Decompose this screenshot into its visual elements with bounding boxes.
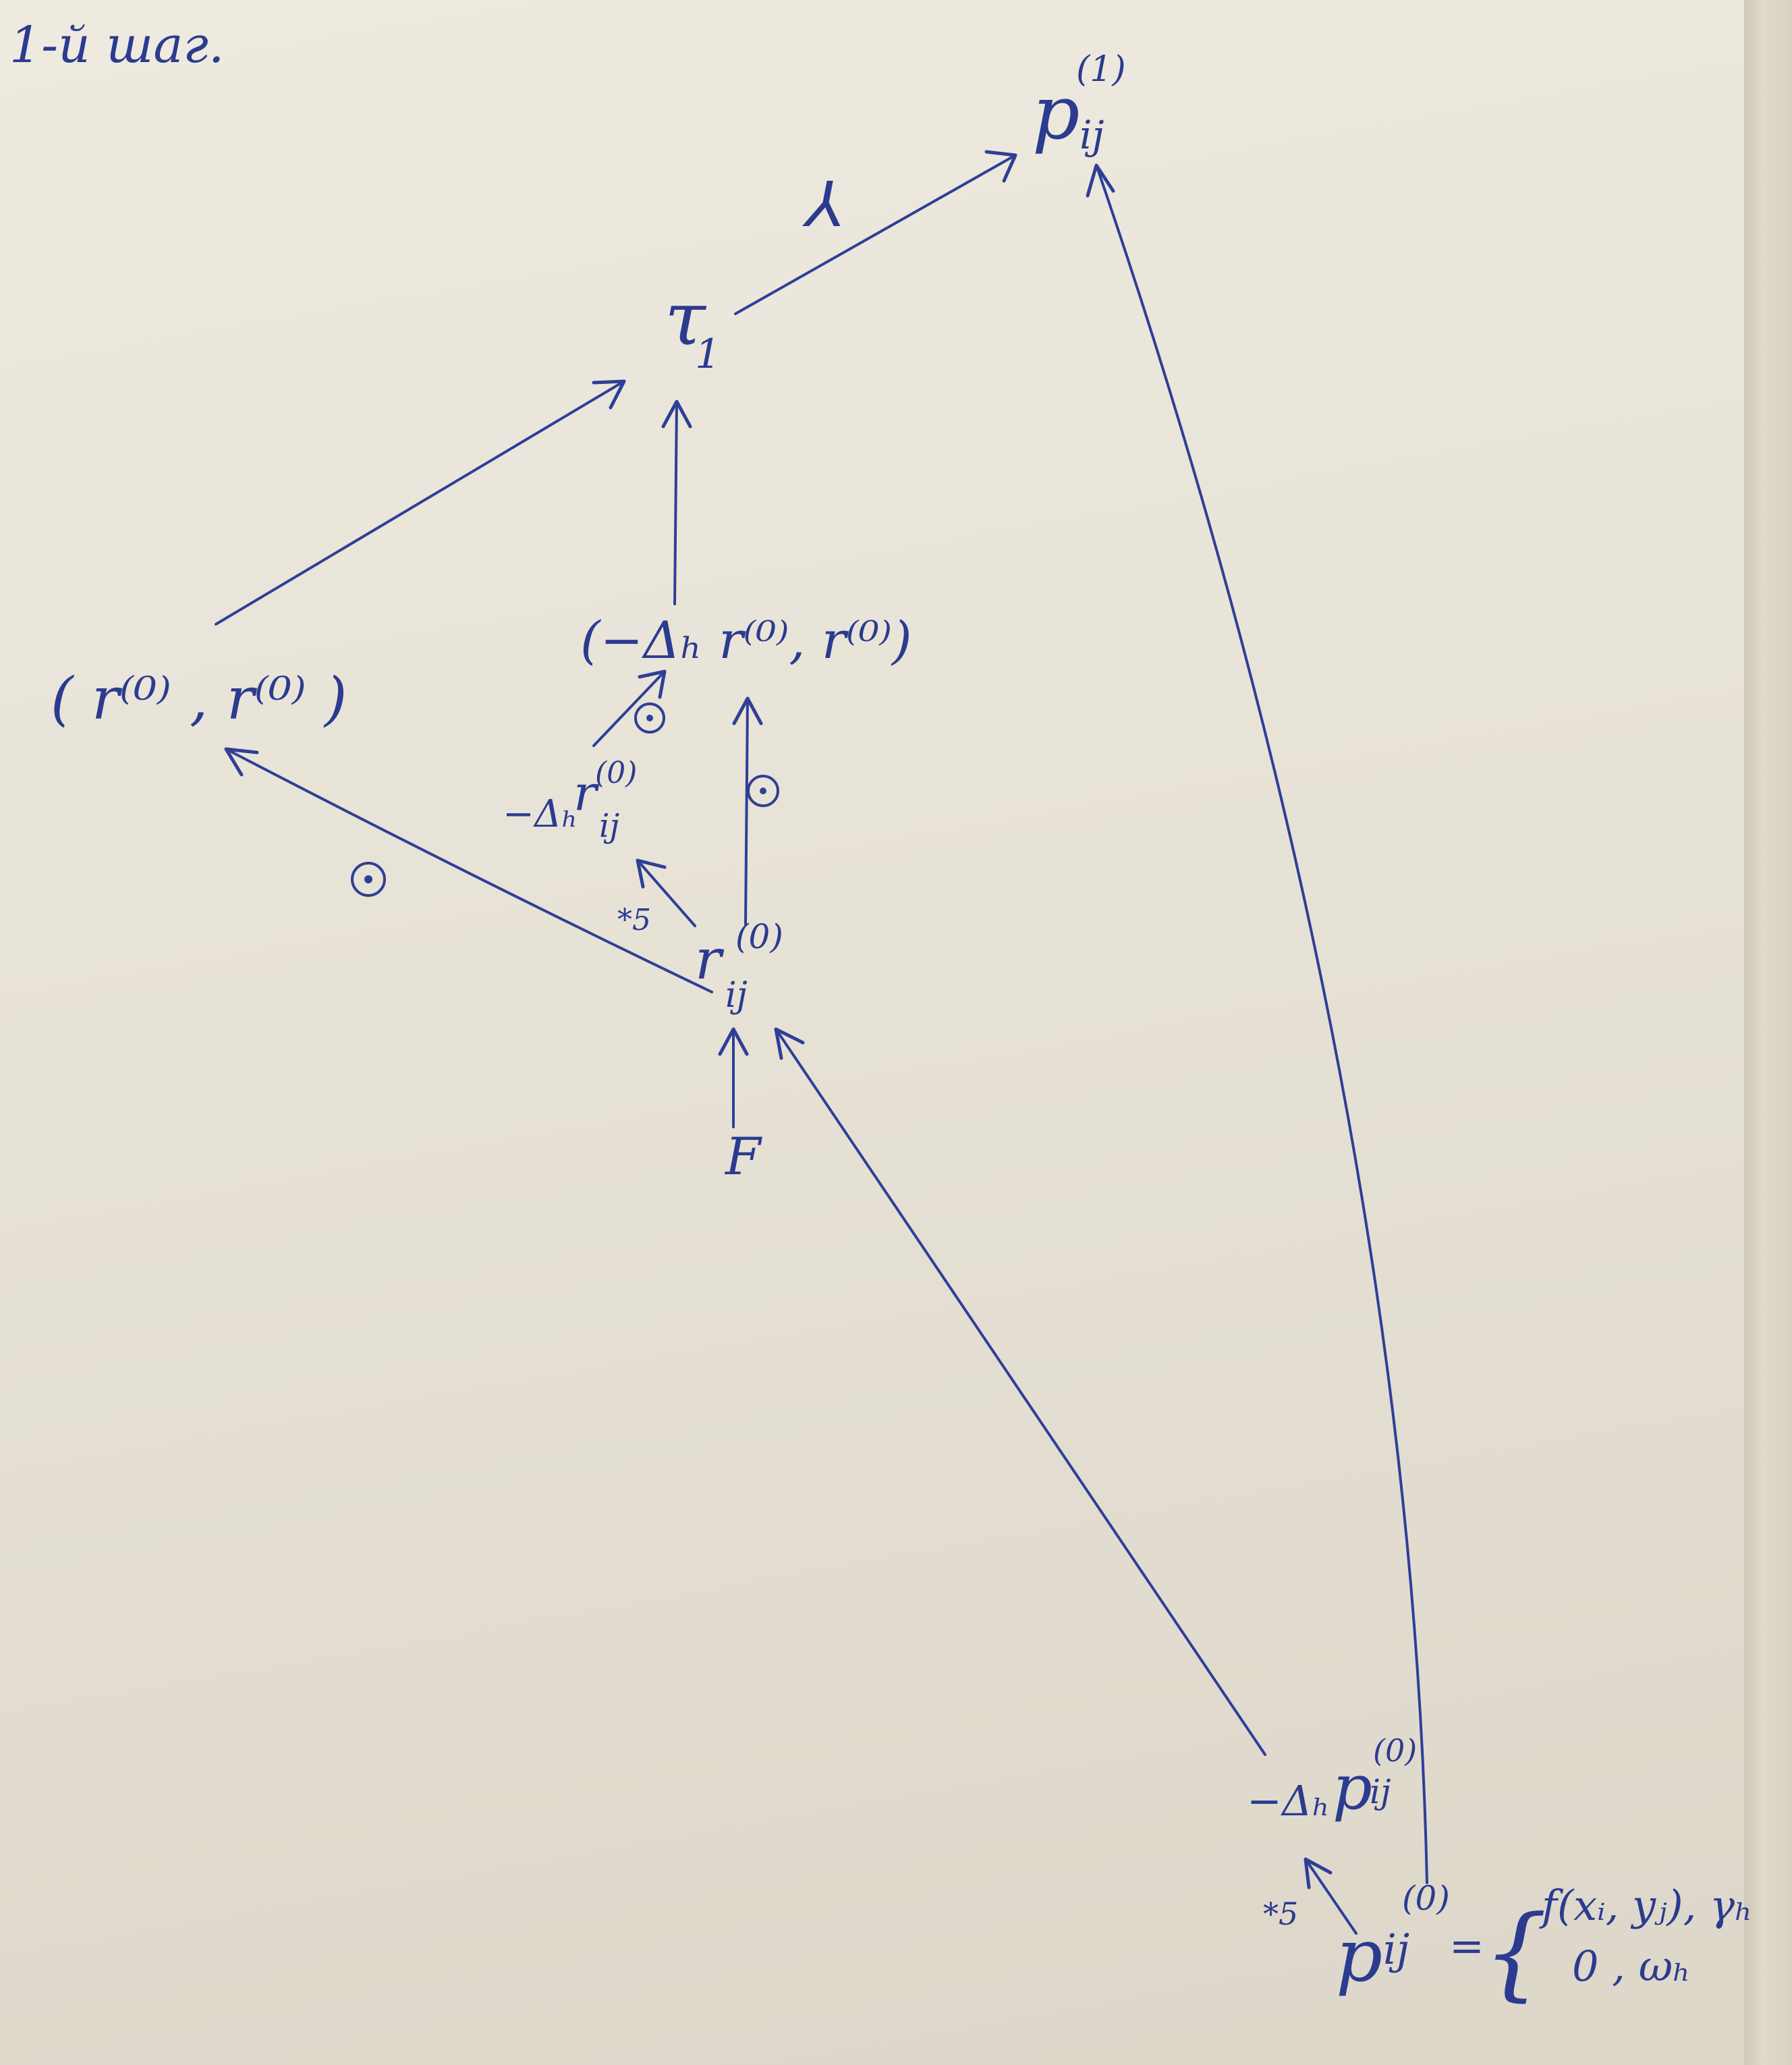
- svg-text:ij: ij: [725, 975, 748, 1016]
- arrowhead-lap-pij-to-rij: [774, 1027, 805, 1060]
- paper-edge: [1744, 0, 1792, 2065]
- arrowhead-lap-rij-to-lap-r-r: [638, 669, 667, 699]
- svg-text:(0): (0): [1402, 1879, 1450, 1918]
- op-circle-dot-icon: [351, 862, 386, 897]
- edge-tau1-to-p1: [734, 154, 1017, 315]
- svg-text:(1): (1): [1076, 49, 1126, 90]
- step-title: 1-й шаг.: [9, 16, 224, 74]
- edge-label-alpha: ⅄: [802, 169, 844, 241]
- svg-text:ij: ij: [1370, 1772, 1391, 1811]
- node-lap-rij: −Δₕ r ij (0): [503, 756, 637, 845]
- edge-rij-to-lap-r-r: [744, 697, 749, 926]
- arrowhead-p0-to-lap-pij: [1304, 1857, 1333, 1890]
- svg-text:p: p: [1032, 70, 1080, 156]
- svg-text:1: 1: [695, 331, 721, 378]
- left-brace: {: [1483, 1894, 1547, 2012]
- arrowhead-rij-to-rr: [224, 747, 259, 777]
- arrowhead-tau1-to-p1: [984, 150, 1017, 183]
- svg-text:τ: τ: [665, 275, 707, 362]
- arrowhead-p0-to-p1: [1086, 163, 1115, 198]
- node-tau1: τ 1: [665, 275, 721, 378]
- edge-lap-pij-to-rij: [775, 1028, 1266, 1756]
- svg-text:ij: ij: [599, 807, 619, 845]
- edge-rij-to-rr: [225, 748, 713, 993]
- op-circle-dot-icon: [634, 703, 665, 734]
- edge-rr-to-tau1: [215, 380, 625, 626]
- svg-text:(0): (0): [735, 917, 783, 956]
- svg-text:=: =: [1449, 1921, 1484, 1971]
- op-circle-dot-icon: [747, 775, 779, 807]
- svg-text:f(xᵢ, yⱼ), γₕ: f(xᵢ, yⱼ), γₕ: [1539, 1881, 1753, 1930]
- svg-text:−Δₕ: −Δₕ: [503, 792, 578, 836]
- svg-text:ij: ij: [1080, 112, 1104, 158]
- node-rij: r ij (0): [695, 917, 783, 1016]
- svg-text:ij: ij: [1383, 1925, 1409, 1974]
- arrowhead-rr-to-tau1: [592, 379, 626, 410]
- edge-rij-to-lap-rij: [636, 859, 696, 927]
- node-F: F: [724, 1126, 762, 1186]
- node-p0-definition: p ij (0) = { f(xᵢ, yⱼ), γₕ 0 , ωₕ: [1336, 1879, 1753, 2012]
- edge-p0-to-p1: [1095, 164, 1428, 1884]
- node-p1: p ij (1): [1032, 49, 1126, 158]
- svg-text:(0): (0): [595, 756, 637, 790]
- node-rr: ( r⁽⁰⁾ , r⁽⁰⁾ ): [51, 665, 347, 733]
- edge-lap-r-r-to-tau1: [673, 400, 678, 605]
- svg-text:p: p: [1333, 1751, 1372, 1823]
- arrowhead-F-to-rij: [718, 1027, 749, 1056]
- edge-lap-rij-to-lap-r-r: [592, 670, 666, 747]
- svg-text:−Δₕ: −Δₕ: [1247, 1776, 1331, 1825]
- edge-p0-to-lap-pij: [1304, 1858, 1357, 1935]
- arrowhead-rij-to-lap-r-r: [732, 696, 763, 725]
- arrowhead-rij-to-lap-rij: [636, 858, 667, 889]
- node-lap-pij: −Δₕ p ij (0): [1247, 1732, 1417, 1825]
- edge-label-star5-upper: *5: [617, 903, 651, 937]
- node-lap-r-r: (−Δₕ r⁽⁰⁾, r⁽⁰⁾): [580, 610, 912, 670]
- svg-text:p: p: [1336, 1914, 1382, 1998]
- svg-text:0 , ωₕ: 0 , ωₕ: [1572, 1942, 1691, 1991]
- edge-label-star5-lower: *5: [1263, 1896, 1298, 1932]
- svg-text:r: r: [695, 928, 725, 992]
- arrowhead-lap-r-r-to-tau1: [661, 400, 692, 429]
- svg-text:r: r: [573, 765, 599, 821]
- svg-text:(0): (0): [1373, 1732, 1417, 1769]
